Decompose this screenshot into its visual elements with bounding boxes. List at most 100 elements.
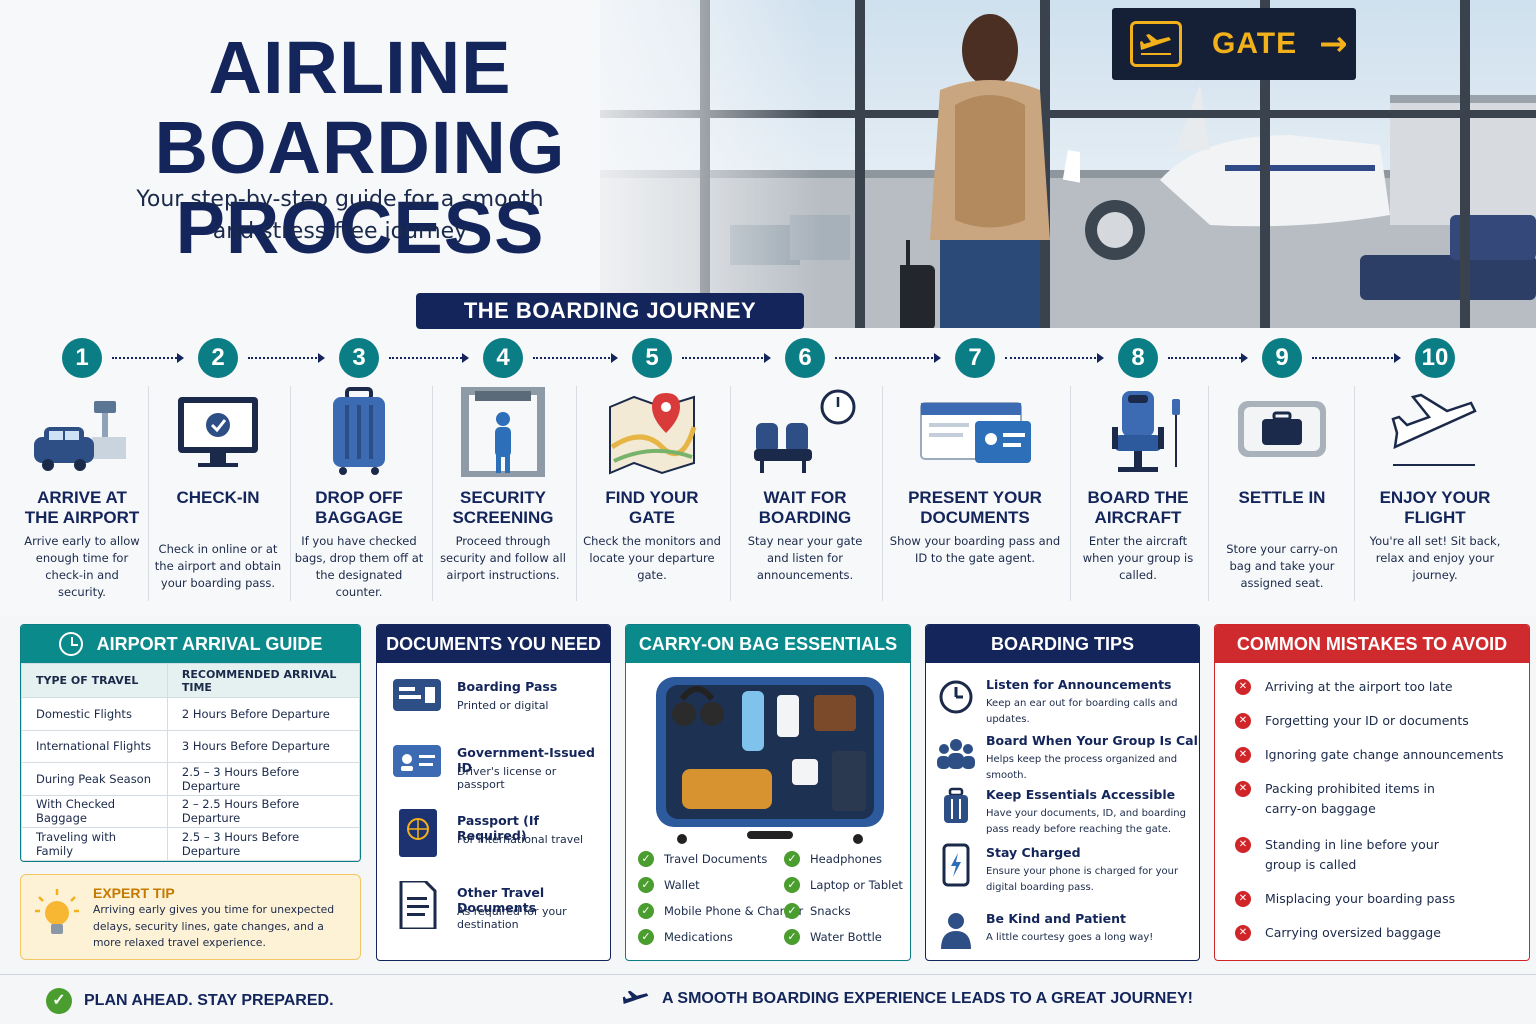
- step-connector-arrow: [835, 353, 941, 363]
- arrow-right-icon: →: [1319, 24, 1348, 64]
- mistake-item: ✕ Ignoring gate change announcements: [1235, 745, 1519, 765]
- document-item: Passport (If Required)For international …: [391, 807, 602, 867]
- table-cell: 2.5 – 3 Hours Before Departure: [166, 827, 360, 861]
- plane-icon: [1130, 21, 1182, 67]
- tip-desc: A little courtesy goes a long way!: [986, 932, 1154, 943]
- person-icon: [936, 911, 976, 951]
- group-icon: [936, 733, 976, 773]
- step-number: 7: [955, 338, 995, 378]
- step-divider: [576, 386, 577, 601]
- tip-text: Arriving early gives you time for unexpe…: [93, 903, 335, 949]
- x-circle-icon: ✕: [1235, 925, 1251, 941]
- step-divider: [1070, 386, 1071, 601]
- step-number: 2: [198, 338, 238, 378]
- monitor-check-icon: [148, 386, 288, 478]
- mistake-text: Carrying oversized baggage: [1265, 925, 1441, 940]
- tip-title: Board When Your Group Is Called: [986, 733, 1200, 748]
- car-airport-icon: [18, 386, 146, 478]
- x-circle-icon: ✕: [1235, 891, 1251, 907]
- check-icon: ✓: [784, 929, 800, 945]
- checklist-item: ✓Medications: [638, 924, 803, 950]
- clock-icon: [936, 677, 976, 717]
- x-circle-icon: ✕: [1235, 747, 1251, 763]
- journey-label: THE BOARDING JOURNEY: [416, 293, 804, 329]
- checklist-item: ✓Snacks: [784, 898, 903, 924]
- subtitle-line-1: Your step-by-step guide for a smooth: [136, 187, 544, 212]
- step-title-line: GATE: [629, 508, 675, 527]
- document-desc: As required for your destination: [457, 905, 567, 931]
- table-cell: 2 – 2.5 Hours Before Departure: [166, 794, 360, 828]
- check-icon: ✓: [638, 903, 654, 919]
- tip-title: Stay Charged: [986, 845, 1081, 860]
- step-connector-arrow: [1168, 353, 1248, 363]
- check-icon: ✓: [784, 903, 800, 919]
- phone-charge-icon: [936, 843, 976, 887]
- step-title-line: BAGGAGE: [315, 508, 403, 527]
- checklist-label: Water Bottle: [810, 930, 882, 944]
- gate-sign: GATE →: [1112, 8, 1356, 80]
- documents-header: DOCUMENTS YOU NEED: [377, 625, 610, 663]
- step-connector-arrow: [1312, 353, 1401, 363]
- page-title: AIRLINE BOARDING PROCESS: [0, 28, 720, 268]
- title-line-2: PROCESS: [175, 186, 545, 269]
- window-frame: [1260, 0, 1270, 328]
- step-number: 4: [483, 338, 523, 378]
- step-number: 9: [1262, 338, 1302, 378]
- mistake-text: Ignoring gate change announcements: [1265, 747, 1504, 762]
- document-desc: For international travel: [457, 833, 584, 846]
- step-description: Check the monitors and locate your depar…: [583, 534, 721, 582]
- traveler-illustration: [900, 14, 1080, 330]
- step-title-line: SECURITY: [460, 488, 546, 507]
- window-frame: [1040, 0, 1050, 328]
- step-divider: [1354, 386, 1355, 601]
- mistake-text: Forgetting your ID or documents: [1265, 713, 1469, 728]
- document-title: Boarding Pass: [457, 679, 558, 694]
- checklist-label: Wallet: [664, 878, 700, 892]
- document-desc: Printed or digital: [457, 699, 549, 712]
- step-title: SETTLE IN: [1212, 488, 1352, 508]
- checklist-label: Travel Documents: [664, 852, 768, 866]
- step-description: Store your carry-on bag and take your as…: [1226, 542, 1338, 590]
- step-title-line: DROP OFF: [315, 488, 403, 507]
- boarding-tips-header: BOARDING TIPS: [926, 625, 1199, 663]
- page-subtitle: Your step-by-step guide for a smooth and…: [0, 184, 680, 248]
- check-icon: ✓: [784, 877, 800, 893]
- table-cell: Domestic Flights: [21, 697, 168, 731]
- step-number: 1: [62, 338, 102, 378]
- footer-left-text: PLAN AHEAD. STAY PREPARED.: [84, 992, 334, 1009]
- checklist-item: ✓Mobile Phone & Charger: [638, 898, 803, 924]
- airplane-icon: [622, 990, 649, 1004]
- step-title-line: BOARD THE: [1087, 488, 1189, 507]
- checklist-label: Headphones: [810, 852, 883, 866]
- arrival-guide-panel: AIRPORT ARRIVAL GUIDE TYPE OF TRAVEL REC…: [20, 624, 361, 862]
- checklist-label: Mobile Phone & Charger: [664, 904, 804, 918]
- id-card-icon: [391, 741, 443, 785]
- gate-sign-label: GATE: [1212, 27, 1298, 60]
- step-description: Show your boarding pass and ID to the ga…: [889, 534, 1061, 565]
- x-circle-icon: ✕: [1235, 781, 1251, 797]
- step-connector-arrow: [248, 353, 325, 363]
- arrival-guide-header: AIRPORT ARRIVAL GUIDE: [21, 625, 360, 663]
- expert-tip: EXPERT TIP Arriving early gives you time…: [20, 874, 361, 960]
- table-cell: 2.5 – 3 Hours Before Departure: [166, 762, 360, 796]
- mistake-item: ✕Misplacing your boarding pass: [1235, 889, 1519, 909]
- clock-icon: [58, 632, 83, 656]
- open-suitcase-icon: [656, 677, 884, 844]
- step-title-line: ARRIVE AT: [37, 488, 127, 507]
- table-cell: 3 Hours Before Departure: [166, 729, 360, 763]
